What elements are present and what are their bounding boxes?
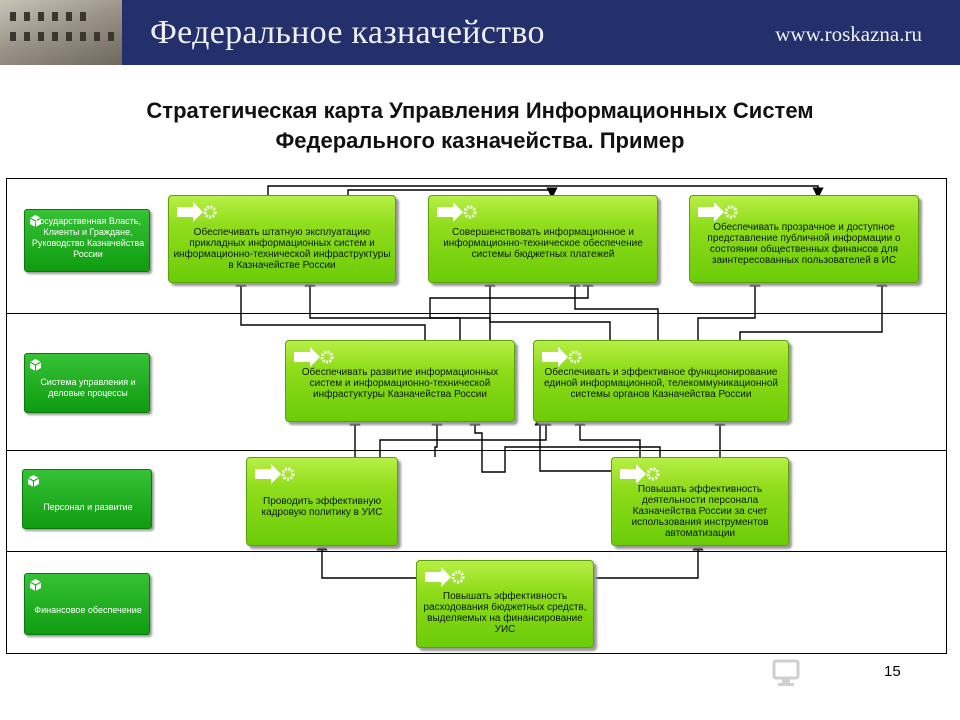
perspective-divider [6,551,947,552]
goal-text: Повышать эффективность расходования бюдж… [423,591,587,635]
goal-icon [698,202,738,222]
building-photo [0,0,122,65]
goal-icon [294,347,334,367]
strategy-map-frame [6,178,947,654]
goal-box[interactable]: Повышать эффективность расходования бюдж… [416,560,594,648]
cube-icon [30,215,41,227]
perspective-divider [6,313,947,314]
perspective-label: Финансовое обеспечение [34,605,142,615]
perspective-divider [6,450,947,451]
connector [569,275,659,340]
connector [431,414,443,457]
goal-box[interactable]: Совершенствовать информационное и информ… [428,195,658,283]
goal-icon [425,567,465,587]
goal-box[interactable]: Повышать эффективность деятельности перс… [611,457,789,546]
perspective-processes: Система управления и деловые процессы [24,353,150,413]
connector [574,414,641,457]
connector [697,275,761,340]
connector [594,539,704,579]
perspective-label: Система управления и деловые процессы [40,377,136,398]
goal-text: Повышать эффективность деятельности перс… [631,484,769,539]
goal-icon [177,202,217,222]
goal-icon [620,464,660,484]
perspective-stakeholders: Государственная Власть, Клиенты и Гражда… [24,209,150,272]
banner-url[interactable]: www.roskazna.ru [775,22,922,46]
goal-icon [255,464,295,484]
banner-title: Федеральное казначейство [150,14,545,51]
goal-text: Совершенствовать информационное и информ… [443,227,643,260]
goal-box[interactable]: Обеспечивать и эффективное функционирова… [533,340,789,422]
connector [429,275,594,340]
cube-icon [30,359,41,371]
perspective-label: Персонал и развитие [43,502,133,512]
connector [534,414,635,472]
goal-text: Обеспечивать прозрачное и доступное пред… [707,222,901,266]
goal-box[interactable]: Обеспечивать развитие информационных сис… [285,340,515,422]
goal-text: Обеспечивать и эффективное функционирова… [543,367,779,400]
perspective-personnel: Персонал и развитие [22,469,152,529]
connector [484,275,611,340]
connector [379,414,552,457]
connector [304,275,461,340]
slide-title-line1: Стратегическая карта Управления Информац… [146,98,814,123]
cube-icon [28,475,39,487]
goal-icon [542,347,582,367]
perspective-label: Государственная Власть, Клиенты и Гражда… [31,216,145,259]
goal-text: Проводить эффективную кадровую политику … [261,496,383,518]
slide-title-line2: Федерального казначейства. Пример [275,128,685,153]
connector [739,275,888,340]
goal-text: Обеспечивать штатную эксплуатацию прикла… [173,227,391,271]
page-number: 15 [884,663,901,680]
connector [347,187,558,199]
goal-box[interactable]: Проводить эффективную кадровую политику … [246,457,398,546]
slide-title: Стратегическая карта Управления Информац… [0,96,960,156]
monitor-icon [772,659,800,686]
cube-icon [30,579,41,591]
perspective-finance: Финансовое обеспечение [24,573,150,635]
connector [316,539,416,579]
goal-box[interactable]: Обеспечивать штатную эксплуатацию прикла… [168,195,396,283]
goal-icon [437,202,477,222]
connector [235,275,426,340]
goal-text: Обеспечивать развитие информационных сис… [301,367,499,400]
connector [267,185,824,199]
goal-box[interactable]: Обеспечивать прозрачное и доступное пред… [689,195,919,283]
header-banner: Федеральное казначейство www.roskazna.ru [0,0,960,65]
watermark-logo [768,654,948,694]
connector [469,414,661,473]
